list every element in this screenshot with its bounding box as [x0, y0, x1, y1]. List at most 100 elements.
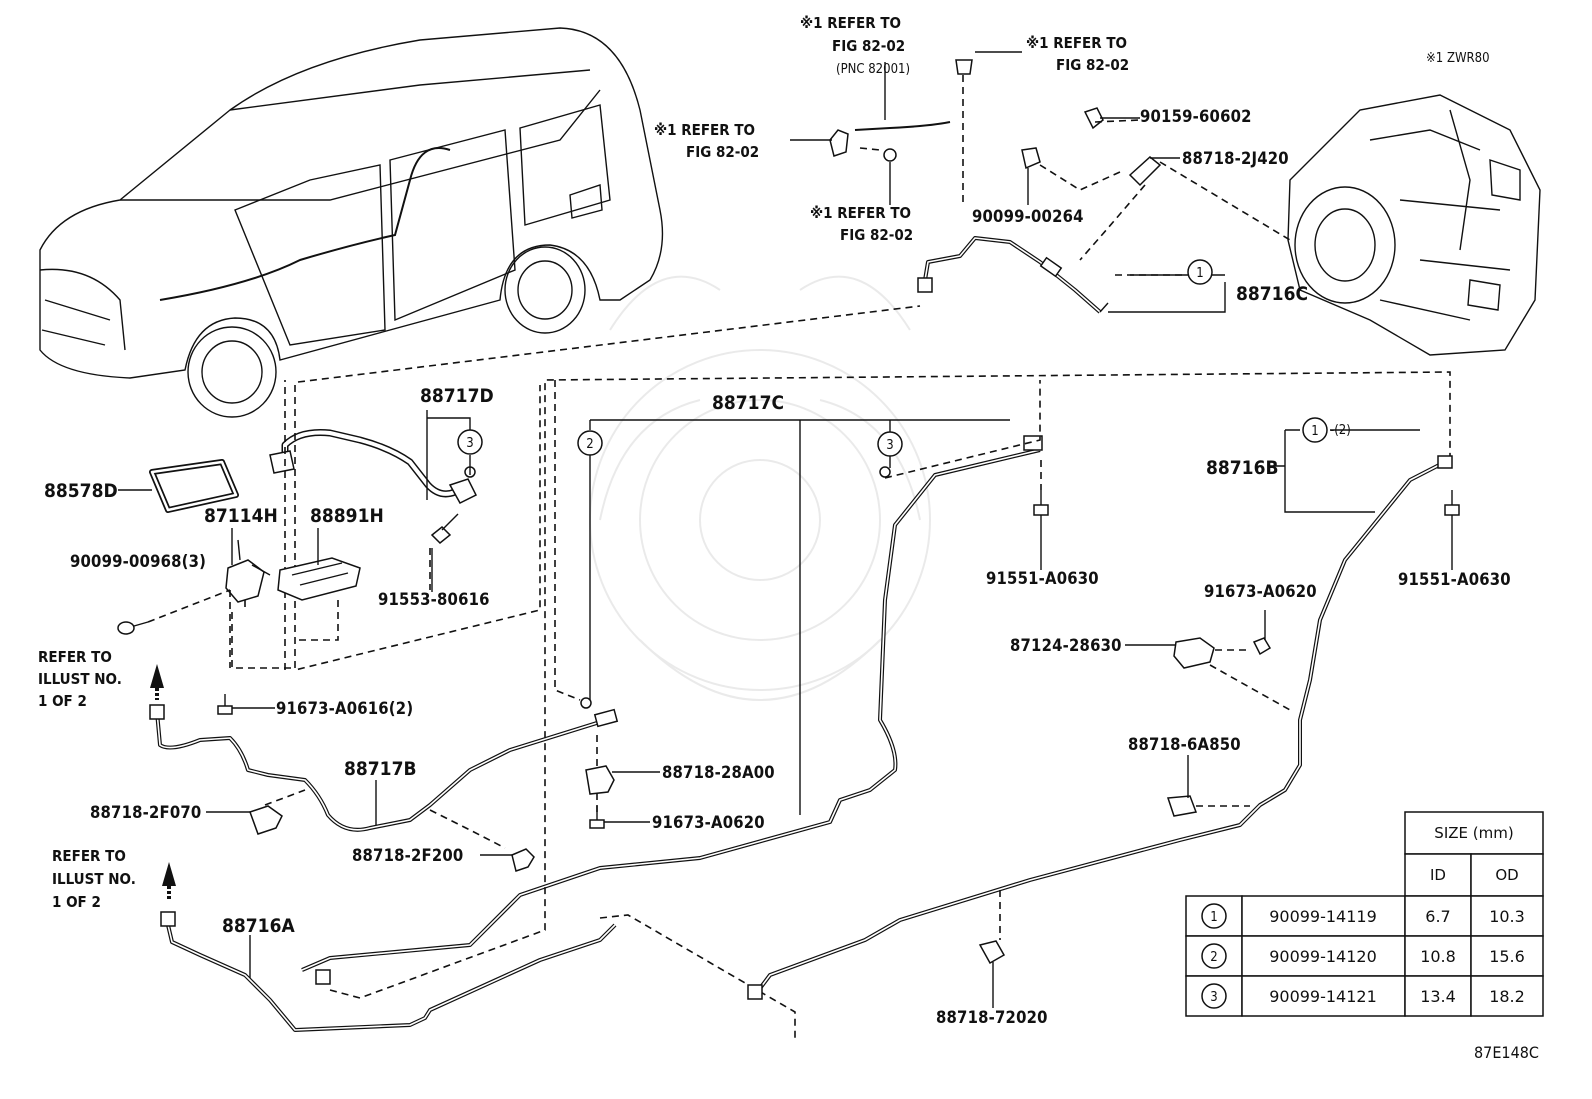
- label-88891h: 88891H: [310, 505, 384, 527]
- label-91551-a0630-right: 91551-A0630: [1398, 570, 1511, 589]
- watermark-emblem: [589, 275, 931, 701]
- arrow-up-icon: [150, 664, 164, 700]
- vehicle-illustration: [39, 27, 664, 418]
- bolt-91673-a0616: [217, 694, 233, 715]
- clamp-88718-28a00: [585, 735, 615, 815]
- refer-illust-1-line1: REFER TO: [38, 648, 112, 666]
- label-88718-2f070: 88718-2F070: [90, 803, 201, 822]
- refer-note-right-fig: FIG 82-02: [1056, 56, 1129, 74]
- size-table-header: SIZE (mm): [1434, 824, 1513, 842]
- callout-2-88717c: 2: [577, 430, 603, 456]
- label-91553-80616: 91553-80616: [378, 590, 490, 609]
- hose-88716a: [160, 911, 796, 1040]
- svg-text:10.3: 10.3: [1489, 907, 1525, 926]
- bolt-91673-a0620-right: [1252, 637, 1272, 656]
- refer-note-top-fig: FIG 82-02: [832, 37, 905, 55]
- label-91673-a0616: 91673-A0616(2): [276, 699, 413, 718]
- refer-illust-2-line3: 1 OF 2: [52, 893, 101, 911]
- label-88578d: 88578D: [44, 480, 118, 502]
- refer-note-left-fig: FIG 82-02: [686, 143, 759, 161]
- refer-note-top: ※1 REFER TO: [800, 14, 901, 32]
- gasket-88578d: [149, 459, 239, 513]
- svg-text:10.8: 10.8: [1420, 947, 1456, 966]
- refer-note-right: ※1 REFER TO: [1026, 34, 1127, 52]
- clip-88718-6a850: [1166, 795, 1250, 817]
- callout-3-88717d: 3: [457, 429, 483, 455]
- illustration-code: 87E148C: [1474, 1043, 1539, 1062]
- svg-text:90099-14119: 90099-14119: [1269, 907, 1377, 926]
- label-88718-2f200: 88718-2F200: [352, 846, 463, 865]
- bolt-91553-80616: [429, 513, 459, 590]
- hose-88717d: [269, 380, 541, 672]
- label-90159-60602: 90159-60602: [1140, 107, 1252, 126]
- transmission-illustration: [1287, 94, 1541, 356]
- label-88717c: 88717C: [712, 392, 784, 414]
- svg-text:1: 1: [1311, 424, 1318, 439]
- svg-text:6.7: 6.7: [1425, 907, 1450, 926]
- svg-text:1: 1: [1210, 910, 1217, 925]
- label-clamp-qty: -(2): [1330, 423, 1351, 438]
- size-table: SIZE (mm) ID OD 1 90099-14119 6.7 10.3 2…: [1185, 811, 1544, 1017]
- refer-note-left: ※1 REFER TO: [654, 121, 755, 139]
- label-88717b: 88717B: [344, 758, 417, 780]
- label-88716a: 88716A: [222, 915, 295, 937]
- svg-text:2: 2: [1210, 950, 1217, 965]
- refer-note-mid: ※1 REFER TO: [810, 204, 911, 222]
- refer-illust-2-line1: REFER TO: [52, 847, 126, 865]
- refer-illust-1-line3: 1 OF 2: [38, 692, 87, 710]
- label-88718-2j420: 88718-2J420: [1182, 149, 1289, 168]
- refer-note-top-pnc: (PNC 82001): [836, 62, 910, 77]
- refer-illust-2-line2: ILLUST NO.: [52, 870, 136, 888]
- tube-88717c: [301, 371, 1451, 999]
- valve-87114h: [225, 539, 271, 668]
- svg-text:90099-14120: 90099-14120: [1269, 947, 1377, 966]
- label-90099-00264: 90099-00264: [972, 207, 1084, 226]
- leader-dashed: [231, 612, 295, 669]
- callout-3-88717c: 3: [877, 431, 903, 457]
- callout-1-top: 1: [1187, 259, 1213, 285]
- bolt-91673-a0620-mid: [589, 806, 605, 829]
- size-table-row: 1 90099-14119 6.7 10.3: [1185, 895, 1544, 937]
- hose-88717b: [149, 704, 619, 849]
- label-90099-00968: 90099-00968(3): [70, 552, 206, 571]
- bolt-91551-a0630-right: [1444, 490, 1460, 516]
- label-88718-6a850: 88718-6A850: [1128, 735, 1241, 754]
- refer-illust-1-line2: ILLUST NO.: [38, 670, 122, 688]
- hose-88716b: [747, 455, 1453, 1000]
- svg-text:2: 2: [586, 437, 593, 452]
- label-88716b: 88716B: [1206, 457, 1279, 479]
- bolt-90099-00968: [117, 589, 231, 635]
- refer-note-mid-fig: FIG 82-02: [840, 226, 913, 244]
- size-table-col-od: OD: [1495, 866, 1518, 884]
- svg-text:18.2: 18.2: [1489, 987, 1525, 1006]
- upper-hose-assembly: [829, 59, 1291, 314]
- label-88718-72020: 88718-72020: [936, 1008, 1048, 1027]
- size-table-col-id: ID: [1430, 866, 1446, 884]
- sensor-87124-28630: [1173, 637, 1291, 711]
- leader-dashed: [297, 305, 921, 383]
- arrow-up-icon: [162, 862, 176, 900]
- label-87114h: 87114H: [204, 505, 278, 527]
- svg-text:15.6: 15.6: [1489, 947, 1525, 966]
- bolt-91551-a0630-left: [1033, 460, 1049, 516]
- clip-88718-2f070: [249, 789, 306, 835]
- size-table-row: 2 90099-14120 10.8 15.6: [1185, 935, 1544, 977]
- bracket-88891h: [277, 557, 361, 641]
- svg-text:13.4: 13.4: [1420, 987, 1456, 1006]
- svg-text:3: 3: [1210, 990, 1217, 1005]
- label-91673-a0620-mid: 91673-A0620: [652, 813, 765, 832]
- label-91551-a0630-left: 91551-A0630: [986, 569, 1099, 588]
- label-91673-a0620-right: 91673-A0620: [1204, 582, 1317, 601]
- clip-88718-72020: [978, 940, 1006, 965]
- svg-text:1: 1: [1196, 266, 1203, 281]
- size-table-row: 3 90099-14121 13.4 18.2: [1185, 975, 1544, 1017]
- clip-88718-2f200: [511, 848, 535, 872]
- label-88716c: 88716C: [1236, 283, 1308, 305]
- callout-1-88716b: 1: [1302, 417, 1328, 443]
- svg-text:3: 3: [466, 436, 473, 451]
- label-88717d: 88717D: [420, 385, 494, 407]
- svg-text:90099-14121: 90099-14121: [1269, 987, 1377, 1006]
- label-88718-28a00: 88718-28A00: [662, 763, 775, 782]
- model-note: ※1 ZWR80: [1426, 51, 1490, 66]
- leader-lines: [118, 51, 1453, 1008]
